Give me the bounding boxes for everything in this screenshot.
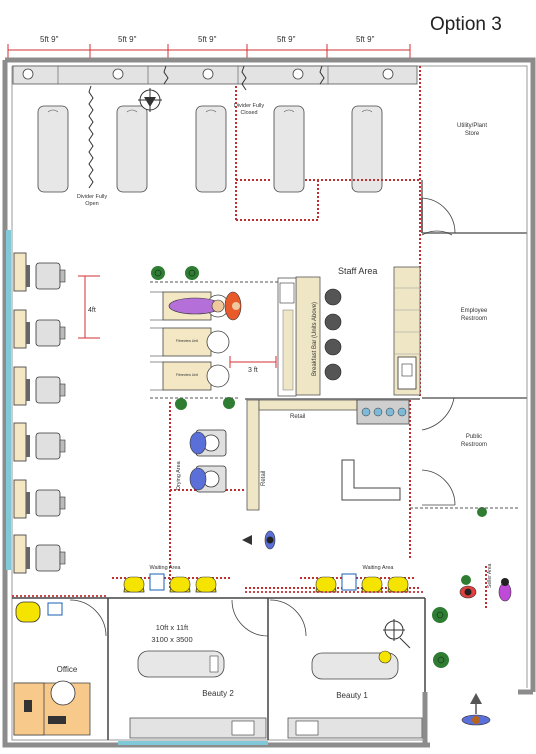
area-label-waiting: Waiting Area bbox=[150, 565, 182, 571]
room-label-office: Office bbox=[57, 665, 78, 674]
window-strip bbox=[6, 230, 11, 570]
dimension-label: 5ft 9" bbox=[198, 35, 217, 44]
retail-shelf bbox=[246, 399, 260, 511]
beauty-counter bbox=[287, 717, 423, 739]
person-icon bbox=[168, 291, 242, 321]
plant-icon bbox=[151, 266, 487, 668]
room-label-beauty1: Beauty 1 bbox=[336, 691, 368, 700]
dimension-label: 5ft 9" bbox=[118, 35, 137, 44]
beauty-bed bbox=[137, 650, 225, 678]
dimension-label: 5ft 9" bbox=[277, 35, 296, 44]
page-title: Option 3 bbox=[430, 14, 502, 35]
dimension-label: 5ft 9" bbox=[356, 35, 375, 44]
room-label-employee-restroom: Restroom bbox=[461, 316, 487, 322]
area-label-seller: Seller Area bbox=[487, 563, 493, 588]
retail-label: Retail bbox=[261, 471, 267, 486]
person-icon bbox=[459, 575, 512, 602]
beauty-bed bbox=[311, 652, 399, 680]
room-size-label: 3100 x 3500 bbox=[151, 635, 192, 644]
breakfast-bar-label: Breakfast Bar (Units Above) bbox=[312, 302, 318, 376]
room-label-public-restroom: Restroom bbox=[461, 442, 487, 448]
retail-label: Retail bbox=[290, 414, 305, 420]
door-swing bbox=[421, 197, 456, 506]
divider-label: Closed bbox=[240, 110, 257, 116]
room-size-label: 10ft x 11ft bbox=[156, 623, 189, 632]
office-chair bbox=[50, 680, 76, 706]
basin-tag: Fibreview Unit bbox=[176, 339, 198, 343]
window-strip bbox=[118, 741, 268, 745]
divider-label: Divider Fully bbox=[234, 103, 265, 109]
outer-walls bbox=[2, 57, 536, 748]
entrance-arrow bbox=[461, 693, 491, 726]
treatment-bed bbox=[37, 105, 383, 193]
room-label-employee-restroom: Employee bbox=[461, 308, 488, 314]
divider-curtain bbox=[88, 65, 325, 189]
station-counter bbox=[12, 65, 418, 85]
basin-tag: Fibreview Unit bbox=[176, 373, 198, 377]
area-label-waiting: Waiting Area bbox=[363, 565, 395, 571]
dimension-label: 4ft bbox=[88, 307, 96, 314]
reception-desk bbox=[341, 459, 401, 501]
dimension-label: 5ft 9" bbox=[40, 35, 59, 44]
room-label-utility: Store bbox=[465, 131, 480, 137]
divider-label: Open bbox=[85, 201, 98, 207]
divider-label: Divider Fully bbox=[77, 194, 108, 200]
dimension-label: 3 ft bbox=[248, 367, 258, 374]
person-icon bbox=[242, 530, 276, 550]
room-label-utility: Utility/Plant bbox=[457, 123, 487, 129]
stool-icon bbox=[138, 88, 162, 112]
sink-icon bbox=[397, 356, 417, 390]
bar-stool-icon bbox=[324, 288, 342, 381]
styling-chair bbox=[35, 262, 61, 572]
area-label-drying: Drying Area bbox=[176, 460, 182, 490]
room-label-public-restroom: Public bbox=[466, 434, 482, 440]
stool-icon bbox=[383, 619, 411, 649]
breakfast-bar bbox=[295, 276, 321, 396]
computer-icon bbox=[48, 716, 66, 724]
magazine-table bbox=[47, 573, 357, 616]
room-label-staff-area: Staff Area bbox=[338, 266, 377, 276]
room-label-beauty2: Beauty 2 bbox=[202, 689, 234, 698]
retail-shelf bbox=[258, 399, 358, 411]
yellow-chair bbox=[15, 601, 41, 623]
lamp-icon bbox=[378, 650, 392, 664]
